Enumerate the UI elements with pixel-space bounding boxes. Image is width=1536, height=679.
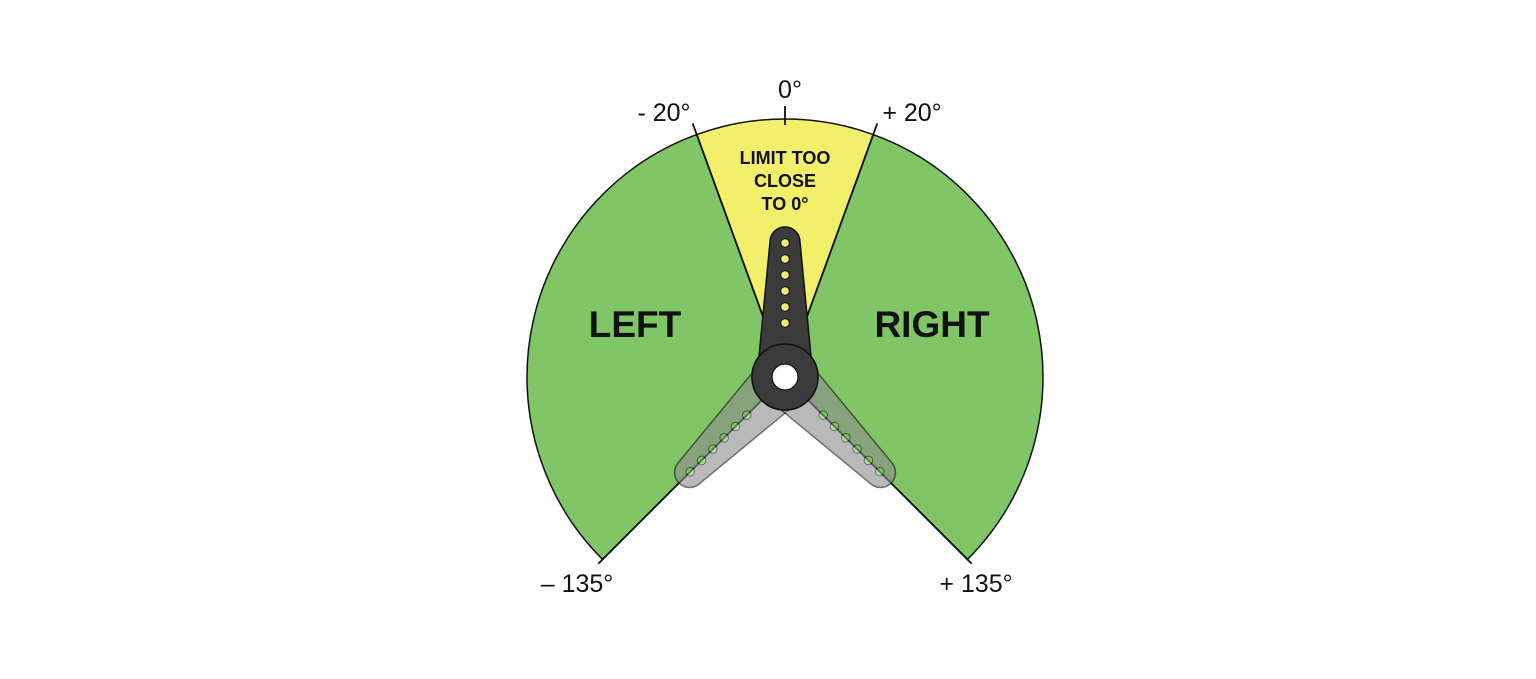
main-horn-arm <box>756 226 814 378</box>
servo-horn-center <box>751 226 819 411</box>
main-horn-hole <box>780 302 790 312</box>
ghost-horn-left-hole <box>719 433 729 443</box>
limit-zone-label-line-2: CLOSE <box>754 171 816 191</box>
ghost-horn-right-hole <box>818 410 828 420</box>
label-minus-135-degrees: – 135° <box>541 570 614 598</box>
ghost-horn-left-hole <box>708 444 718 454</box>
label-minus-20-degrees: - 20° <box>637 99 690 127</box>
main-horn-center-hole <box>771 363 799 391</box>
right-zone-label: RIGHT <box>874 304 990 345</box>
ghost-horn-left-hole <box>696 455 707 466</box>
left-zone-sector <box>526 133 786 561</box>
label-plus-20-degrees: + 20° <box>882 99 941 127</box>
limit-zone-label-line-1: LIMIT TOO <box>740 148 831 168</box>
ghost-horn-left-hole <box>730 421 741 432</box>
left-zone-label: LEFT <box>589 304 682 345</box>
main-horn-hole <box>780 286 790 296</box>
ghost-horn-right-hole <box>852 444 862 454</box>
label-zero-degrees: 0° <box>778 76 802 104</box>
main-horn-hole <box>780 254 790 264</box>
ghost-horn-right-hole <box>863 455 874 466</box>
right-zone-sector <box>784 133 1044 561</box>
ghost-horn-left-hole <box>742 410 752 420</box>
main-horn-hole <box>780 270 790 280</box>
main-horn-hole <box>780 318 790 328</box>
ghost-horn-right-hole <box>841 433 851 443</box>
ghost-horn-right-hole <box>829 421 840 432</box>
ghost-horn-left-hole <box>685 466 696 477</box>
limit-zone-label-line-3: TO 0° <box>762 194 809 214</box>
ghost-horn-right-hole <box>874 466 885 477</box>
label-plus-135-degrees: + 135° <box>939 570 1012 598</box>
main-horn-hole <box>780 238 790 248</box>
